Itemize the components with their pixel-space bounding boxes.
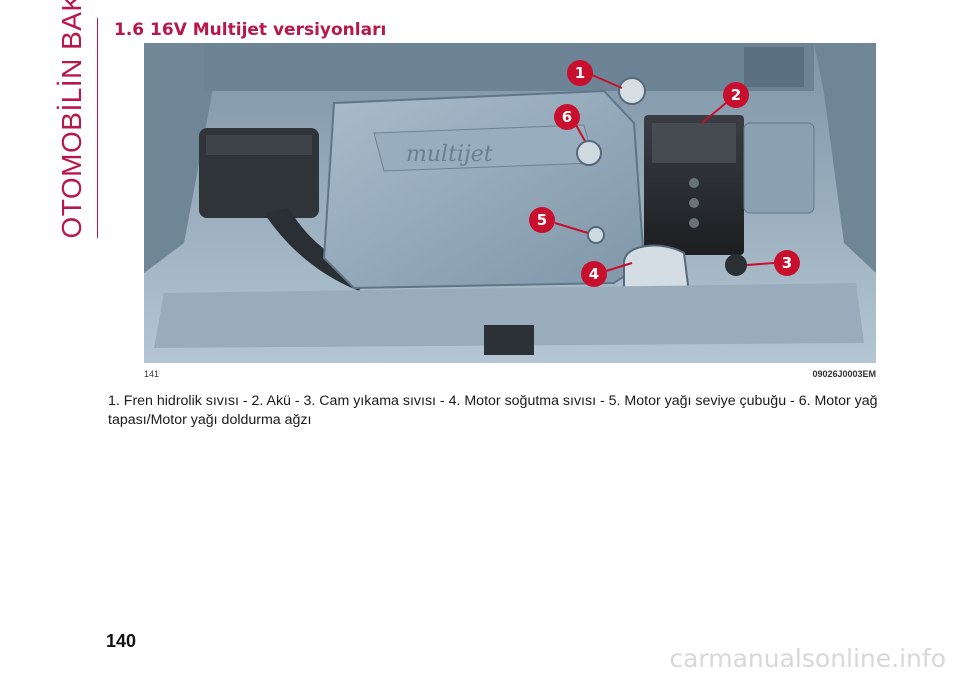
watermark: carmanualsonline.info <box>669 644 946 673</box>
callout-5 <box>529 207 555 233</box>
callout-4 <box>581 261 607 287</box>
callout-3 <box>774 250 800 276</box>
washer-fluid-cap <box>725 254 747 276</box>
figure-number: 141 <box>144 369 160 379</box>
chapter-divider <box>97 18 98 238</box>
callout-1-label: 1 <box>575 64 585 82</box>
callout-6 <box>554 104 580 130</box>
engine-badge: multijet <box>406 142 493 167</box>
callout-6-label: 6 <box>562 108 572 126</box>
callout-3-label: 3 <box>782 254 792 272</box>
callout-2 <box>723 82 749 108</box>
chapter-title-text: OTOMOBİLİN BAKIMI <box>56 0 87 238</box>
callout-5-label: 5 <box>537 211 547 229</box>
oil-dipstick <box>587 226 605 244</box>
oil-filler-cap <box>576 140 602 166</box>
engine-bay-illustration: multijet 1 2 3 <box>144 43 876 363</box>
page-number: 140 <box>106 631 137 651</box>
figure-code: 09026J0003EM <box>812 369 876 379</box>
callout-group: 1 2 3 4 5 6 <box>529 60 800 287</box>
figure-caption: 1. Fren hidrolik sıvısı - 2. Akü - 3. Ca… <box>108 393 878 428</box>
brake-fluid-reservoir <box>618 77 646 105</box>
callout-4-label: 4 <box>589 265 599 283</box>
coolant-reservoir <box>623 244 691 297</box>
engine-bay-drawing: multijet 1 2 3 <box>144 43 876 363</box>
callout-1 <box>567 60 593 86</box>
section-heading: 1.6 16V Multijet versiyonları <box>114 20 387 40</box>
chapter-title-vertical: OTOMOBİLİN BAKIMI <box>52 0 92 238</box>
callout-2-label: 2 <box>731 86 741 104</box>
